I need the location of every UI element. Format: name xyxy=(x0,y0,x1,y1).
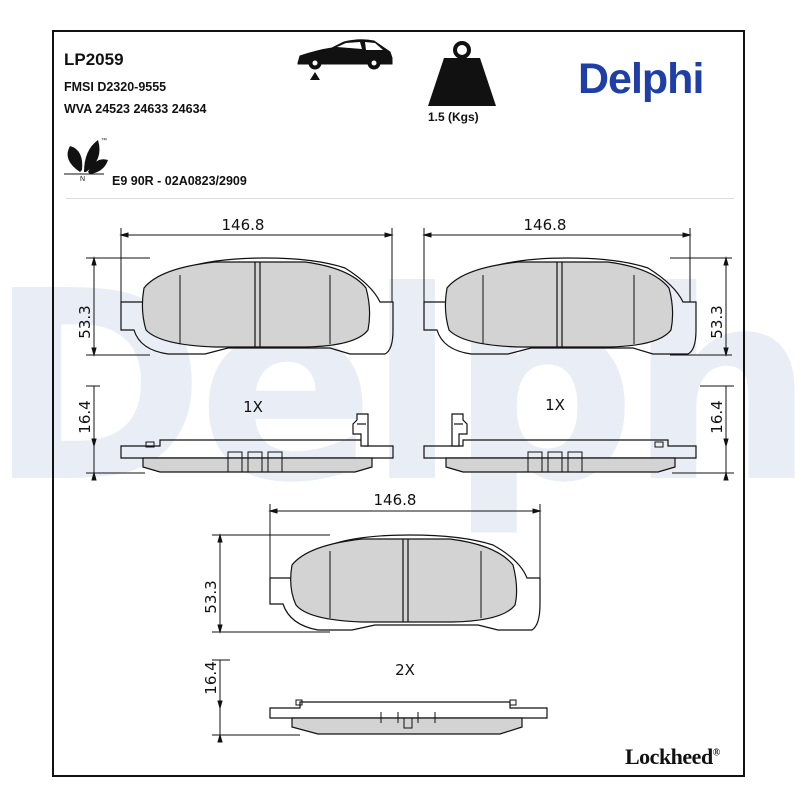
width-dimension-value: 146.8 xyxy=(222,216,265,234)
weight-label: 1.5 (Kgs) xyxy=(428,110,479,124)
footer-brand-logo: Lockheed® xyxy=(625,744,720,770)
pad-side-friction xyxy=(142,457,373,473)
footer-brand-name: Lockheed xyxy=(625,744,713,769)
thickness-dimension-value: 16.4 xyxy=(76,400,94,433)
width-dimension-value: 146.8 xyxy=(374,491,417,509)
quantity-label: 1X xyxy=(545,396,565,414)
quantity-label: 1X xyxy=(243,398,263,416)
header-divider xyxy=(66,198,734,199)
height-dimension-value: 53.3 xyxy=(708,305,726,338)
part-number: LP2059 xyxy=(64,50,124,69)
brand-logo: Delphi xyxy=(578,55,704,103)
pad-side-details xyxy=(145,441,283,473)
pad-side-backplate xyxy=(269,701,548,719)
height-dimension xyxy=(670,256,732,357)
quantity-label: 2X xyxy=(395,661,415,679)
pad-drawing-bottom: 146.8 53.3 16.4 2X xyxy=(202,491,548,743)
pad-drawing-top-right: 146.8 53.3 16.4 1X xyxy=(422,216,734,481)
width-dimension xyxy=(119,228,394,302)
thickness-dimension xyxy=(672,385,734,481)
car-icon xyxy=(297,39,393,80)
weight-icon xyxy=(428,41,496,106)
pad-side-friction xyxy=(291,717,523,735)
thickness-dimension xyxy=(86,385,145,481)
width-dimension-value: 146.8 xyxy=(524,216,567,234)
eco-leaf-icon xyxy=(64,140,108,175)
registered-mark: ® xyxy=(712,747,720,759)
wear-indicator-clip xyxy=(451,413,468,447)
height-dimension-value: 53.3 xyxy=(202,580,220,613)
fmsi-number: FMSI D2320-9555 xyxy=(64,80,167,94)
pad-side-backplate xyxy=(120,439,394,459)
eco-tm-mark: ™ xyxy=(101,138,107,144)
thickness-dimension xyxy=(212,659,300,743)
pad-side-details xyxy=(527,441,664,473)
pad-friction-material xyxy=(290,538,518,623)
thickness-dimension-value: 16.4 xyxy=(708,400,726,433)
thickness-dimension-value: 16.4 xyxy=(202,661,220,694)
eco-letter: N xyxy=(80,176,86,183)
pad-side-friction xyxy=(445,457,676,473)
pad-friction-material xyxy=(444,261,674,348)
height-dimension xyxy=(212,533,330,634)
wear-indicator-clip xyxy=(352,413,369,447)
pad-side-details xyxy=(295,699,517,729)
width-dimension xyxy=(422,228,692,302)
pad-friction-material xyxy=(141,261,371,348)
pad-drawing-top-left: 146.8 53.3 16 xyxy=(76,216,394,481)
width-dimension xyxy=(268,504,542,578)
height-dimension xyxy=(86,256,150,357)
approval-number: E9 90R - 02A0823/2909 xyxy=(112,174,247,188)
drawing-frame xyxy=(52,30,745,777)
wva-numbers: WVA 24523 24633 24634 xyxy=(64,102,207,116)
height-dimension-value: 53.3 xyxy=(76,305,94,338)
